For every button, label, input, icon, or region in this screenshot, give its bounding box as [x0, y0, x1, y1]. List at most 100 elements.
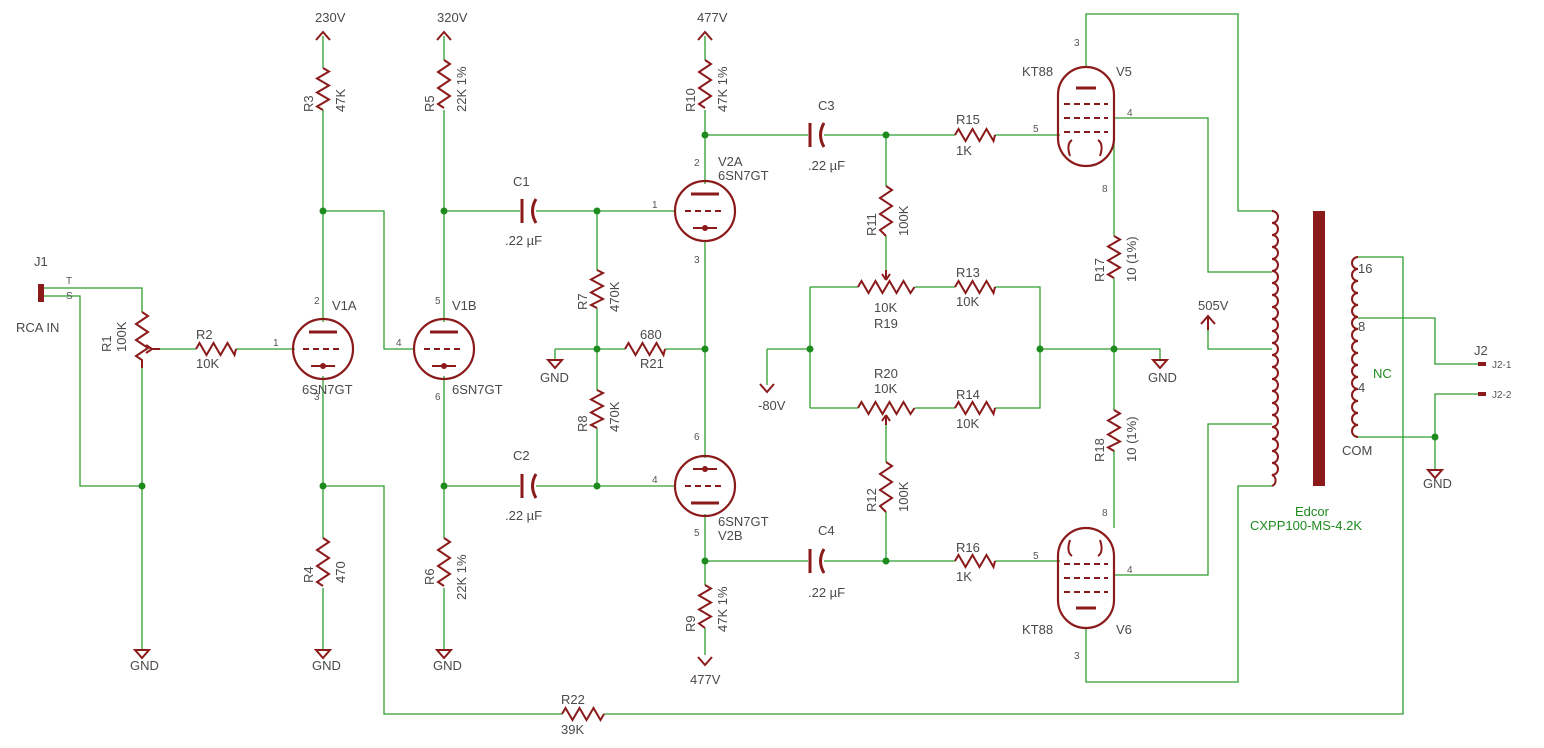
resistor-r11: [878, 185, 894, 237]
j1-pin-t: T: [66, 276, 72, 287]
r18-value: 10 (1%): [1124, 416, 1139, 462]
pin-number: 2: [314, 296, 320, 307]
potentiometer-r20: [857, 400, 916, 425]
primary-winding: [1271, 210, 1279, 487]
j2-pin-1: J2-1: [1492, 360, 1512, 371]
rca-jack-j1: [38, 284, 44, 302]
transformer-brand: Edcor: [1295, 504, 1330, 519]
pin-number: 3: [1074, 651, 1080, 662]
tap-16: 16: [1358, 261, 1372, 276]
ground-icon: [434, 649, 454, 660]
c3-ref: C3: [818, 98, 835, 113]
tap-8: 8: [1358, 319, 1365, 334]
r1-value: 100K: [114, 321, 129, 352]
junction-dot: [882, 131, 890, 139]
tube-v1b: [412, 317, 476, 381]
r13-ref: R13: [956, 265, 980, 280]
r22-ref: R22: [561, 692, 585, 707]
r15-value: 1K: [956, 143, 972, 158]
secondary-winding: [1351, 256, 1359, 438]
junction-dot: [882, 557, 890, 565]
junction-dot: [319, 482, 327, 490]
resistor-r12: [878, 461, 894, 513]
v5-ref: V5: [1116, 64, 1132, 79]
labels: 230V 320V 477V 477V 505V -80V GND GND GN…: [16, 10, 1512, 737]
r11-ref: R11: [864, 213, 879, 236]
potentiometer-r19: [857, 270, 916, 295]
r18-ref: R18: [1092, 438, 1107, 462]
v2a-ref: V2A: [718, 154, 743, 169]
r5-ref: R5: [422, 95, 437, 112]
resistor-r2: [195, 341, 237, 358]
r21-value: 680: [640, 327, 662, 342]
capacitors: [520, 122, 826, 574]
ground-icon: [132, 649, 152, 660]
resistor-r3: [315, 67, 331, 111]
v5-type: KT88: [1022, 64, 1053, 79]
supply-symbols: [315, 30, 1216, 667]
supply-arrow-230v: [315, 30, 331, 41]
resistor-r13: [954, 279, 996, 296]
tube-v1a: [291, 317, 355, 381]
ground-icon: [1150, 359, 1170, 370]
junction-dots: [138, 131, 1439, 565]
junction-dot: [138, 482, 146, 490]
supply-arrow-477v-bottom: [697, 656, 713, 667]
v2a-type: 6SN7GT: [718, 168, 769, 183]
resistor-r16: [954, 553, 996, 570]
r9-value: 47K 1%: [715, 586, 730, 632]
ground-icon: [1425, 469, 1445, 480]
resistor-r9: [697, 584, 713, 629]
ground-icon: [545, 359, 565, 370]
junction-dot: [701, 557, 709, 565]
c1-ref: C1: [513, 174, 530, 189]
r13-value: 10K: [956, 294, 979, 309]
capacitor-c4: [808, 548, 826, 574]
tube-v6: [1056, 526, 1116, 630]
r21-ref: R21: [640, 356, 664, 371]
pin-number: 6: [694, 432, 700, 443]
r7-value: 470K: [607, 281, 622, 312]
v6-type: KT88: [1022, 622, 1053, 637]
v1a-type: 6SN7GT: [302, 382, 353, 397]
pin-number: 8: [1102, 184, 1108, 195]
ground-label: GND: [433, 658, 462, 673]
resistor-r10: [697, 59, 713, 109]
r5-value: 22K 1%: [454, 66, 469, 112]
connector-pin-j2-1: [1478, 362, 1486, 366]
resistor-r18: [1105, 409, 1123, 452]
j1-ref: J1: [34, 254, 48, 269]
r17-value: 10 (1%): [1124, 236, 1139, 282]
resistor-r22: [561, 706, 605, 722]
r14-value: 10K: [956, 416, 979, 431]
j1-pin-s: S: [66, 291, 73, 302]
transformer-model: CXPP100-MS-4.2K: [1250, 518, 1362, 533]
ground-label: GND: [1423, 476, 1452, 491]
r19-ref: R19: [874, 316, 898, 331]
r22-value: 39K: [561, 722, 584, 737]
junction-dot: [440, 207, 448, 215]
tap-com: COM: [1342, 443, 1372, 458]
ground-symbols: [132, 359, 1445, 660]
capacitor-c2: [520, 473, 538, 499]
potentiometers: [134, 270, 916, 425]
r6-ref: R6: [422, 568, 437, 585]
junction-dot: [593, 345, 601, 353]
pin-number: 6: [435, 392, 441, 403]
r17-ref: R17: [1092, 258, 1107, 282]
pin-number: 8: [1102, 508, 1108, 519]
resistor-r4: [315, 537, 331, 587]
junction-dot: [319, 207, 327, 215]
r3-ref: R3: [301, 95, 316, 112]
junction-dot: [701, 131, 709, 139]
pin-number: 4: [652, 475, 658, 486]
supply-label-477v-top: 477V: [697, 10, 728, 25]
pin-number: 4: [396, 338, 402, 349]
supply-label-477v-bottom: 477V: [690, 672, 721, 687]
ground-label: GND: [130, 658, 159, 673]
tap-4: 4: [1358, 380, 1365, 395]
ground-label: GND: [540, 370, 569, 385]
capacitor-c1: [520, 198, 538, 224]
c4-ref: C4: [818, 523, 835, 538]
r9-ref: R9: [683, 615, 698, 632]
